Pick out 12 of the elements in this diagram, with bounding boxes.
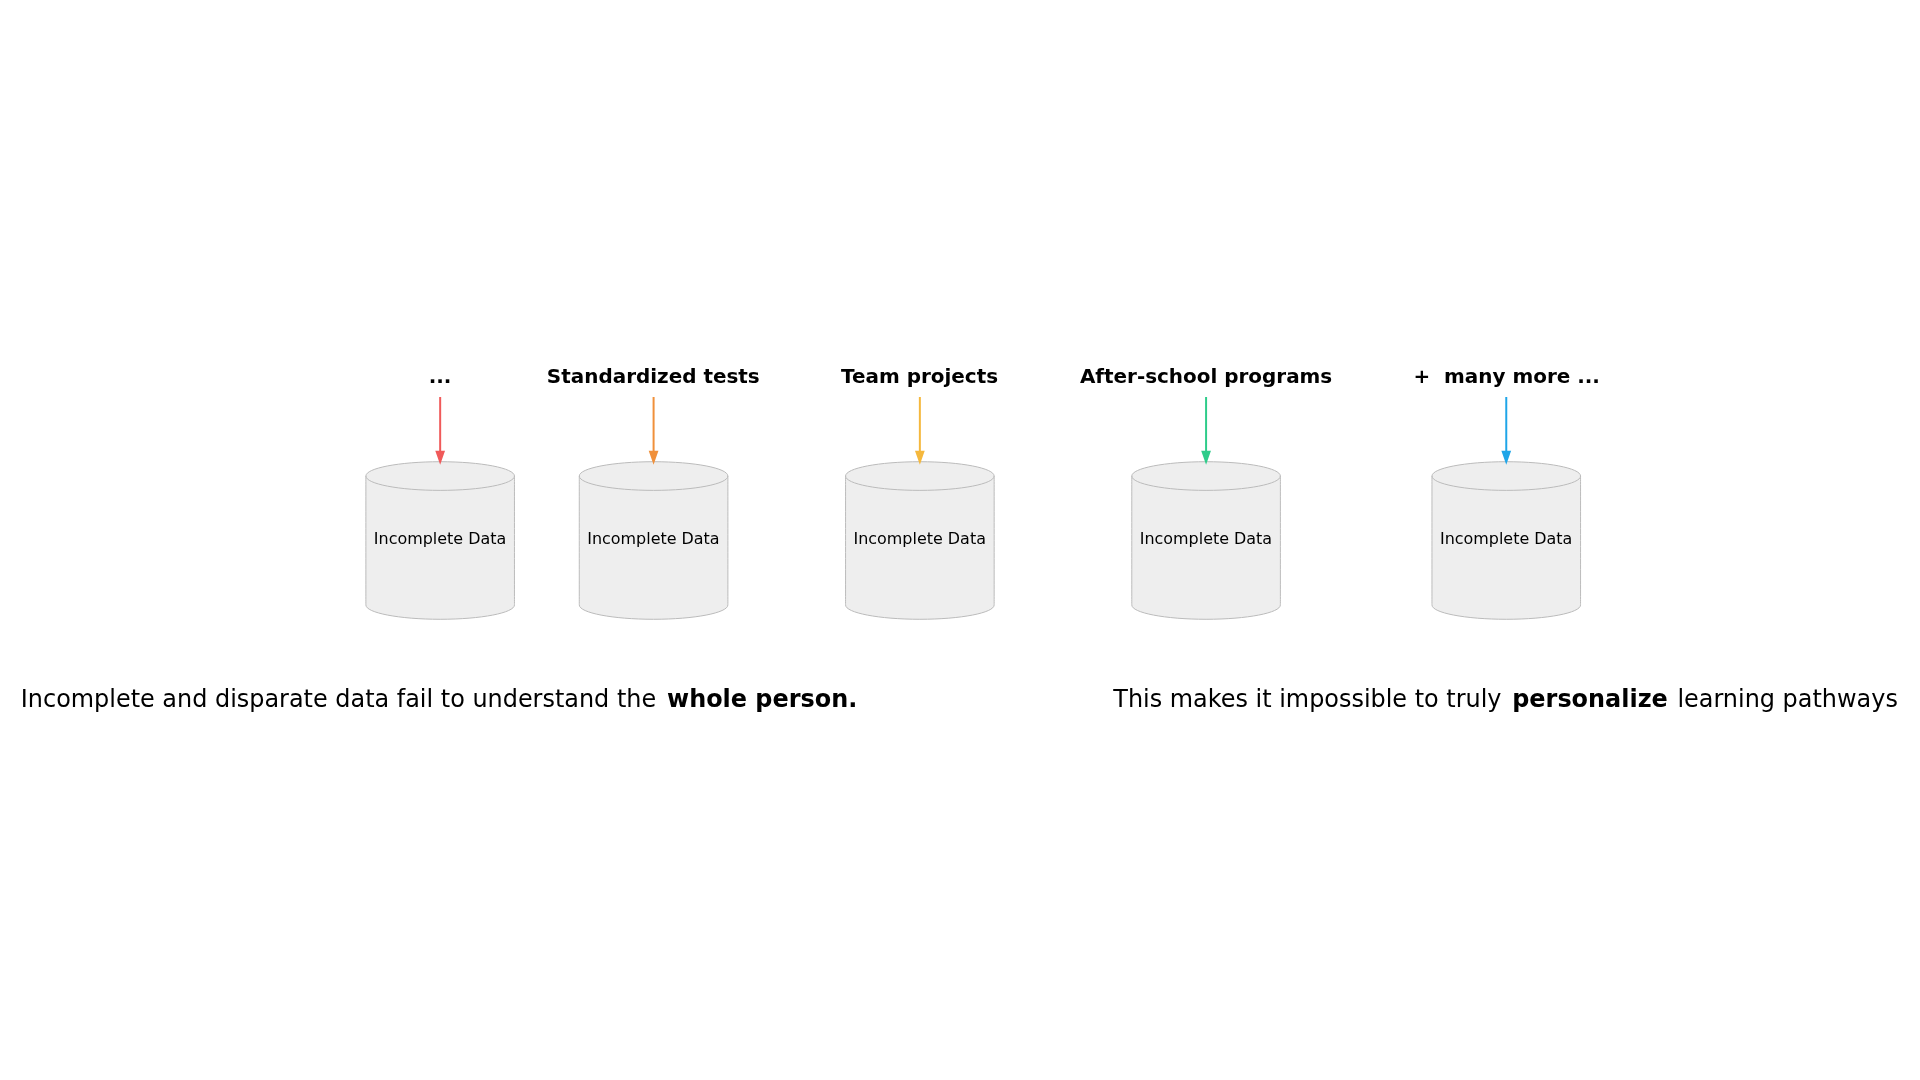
node-text: + many more ... — [1413, 363, 1600, 388]
node-text: Team projects — [841, 363, 999, 388]
node-text: ... — [428, 363, 452, 388]
arrow — [1201, 395, 1211, 465]
label: This makes it impossible to truly personalize learning pathways — [1113, 684, 1898, 713]
label: Incomplete and disparate data fail to understand the whole person. — [20, 684, 858, 713]
arrow — [1501, 395, 1512, 465]
node-text: Standardized tests — [546, 363, 760, 388]
arrow — [648, 395, 659, 465]
arrow — [435, 395, 446, 465]
arrow — [914, 395, 925, 465]
node-text: After-school programs — [1079, 363, 1333, 388]
